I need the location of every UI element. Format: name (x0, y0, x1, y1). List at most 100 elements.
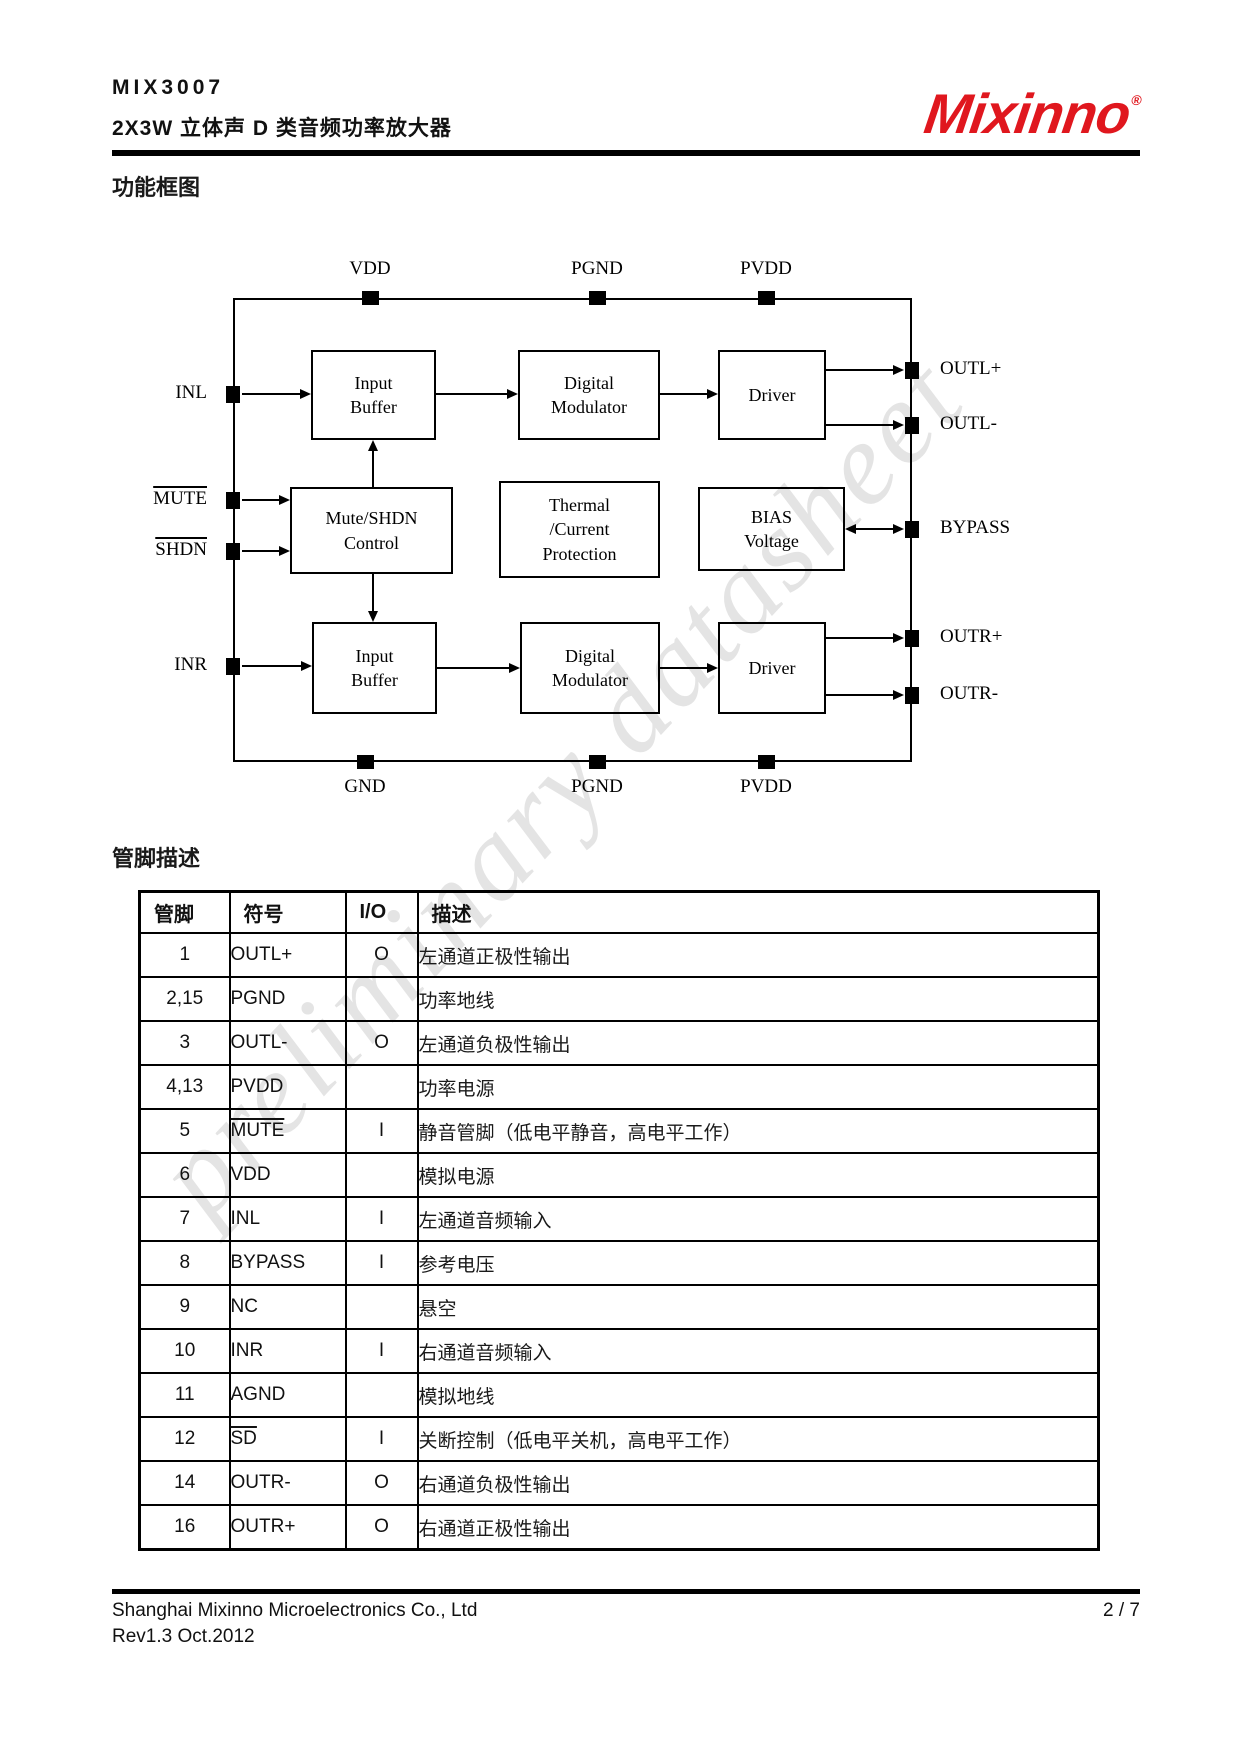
cell-pin-number: 11 (138, 1372, 231, 1418)
block-label-line: Buffer (350, 397, 397, 417)
pin-symbol: OUTR- (230, 1472, 291, 1493)
arrowhead (893, 690, 904, 700)
pin-symbol: BYPASS (230, 1252, 306, 1273)
cell-description: 右通道负极性输出 (416, 1460, 1100, 1506)
arrowhead (507, 389, 518, 399)
block-label-line: Protection (542, 543, 617, 564)
block-label-line: Buffer (351, 670, 398, 690)
signal-line (660, 393, 709, 395)
pin-gnd-bottom (357, 755, 374, 769)
block-label-line: Voltage (744, 531, 799, 551)
pin-mute (226, 492, 240, 509)
pin-label-pgnd-bottom: PGND (571, 776, 623, 797)
cell-description: 功率电源 (416, 1064, 1100, 1110)
cell-pin-number: 16 (138, 1504, 231, 1551)
signal-line (436, 393, 509, 395)
cell-io: I (344, 1328, 419, 1374)
pin-pvdd-bottom (758, 755, 775, 769)
cell-symbol: OUTL- (228, 1020, 347, 1066)
block-label-line: Modulator (552, 670, 628, 690)
cell-pin-number: 6 (138, 1152, 231, 1198)
pin-label-outr-plus: OUTR+ (940, 626, 1003, 647)
pin-label-inr: INR (174, 654, 207, 675)
cell-io: I (344, 1196, 419, 1242)
pin-shdn (226, 543, 240, 560)
arrowhead (300, 389, 311, 399)
pin-outr-minus (905, 687, 919, 704)
part-number: MIX3007 (112, 76, 225, 99)
cell-symbol: MUTE (228, 1108, 347, 1154)
footer-page-number: 2 / 7 (1103, 1600, 1140, 1621)
cell-symbol: NC (228, 1284, 347, 1330)
cell-description: 静音管脚（低电平静音，高电平工作） (416, 1108, 1100, 1154)
pin-label-gnd-bottom: GND (344, 776, 386, 797)
cell-pin-number: 4,13 (138, 1064, 231, 1110)
pin-symbol: OUTL+ (230, 944, 293, 965)
pin-label-pvdd-top: PVDD (740, 258, 792, 279)
cell-symbol: PVDD (228, 1064, 347, 1110)
col-header-desc: 描述 (416, 890, 1100, 934)
arrowhead (707, 663, 718, 673)
pin-label-mute: MUTE (153, 488, 207, 509)
header-rule (112, 150, 1140, 156)
pin-inl (226, 386, 240, 403)
pin-symbol: INL (230, 1208, 261, 1229)
block-label-line: Digital (564, 372, 614, 393)
pin-symbol: PGND (230, 988, 286, 1009)
pin-table-title: 管脚描述 (112, 846, 201, 871)
cell-symbol: VDD (228, 1152, 347, 1198)
signal-line (242, 393, 302, 395)
pin-label-pgnd-top: PGND (571, 258, 623, 279)
pin-symbol: OUTL- (230, 1032, 288, 1053)
cell-symbol: INL (228, 1196, 347, 1242)
page-subtitle: 2X3W 立体声 D 类音频功率放大器 (112, 117, 452, 140)
pin-symbol: PVDD (230, 1076, 284, 1097)
signal-line (660, 667, 709, 669)
cell-io (344, 976, 419, 1022)
signal-line (242, 550, 281, 552)
cell-symbol: OUTL+ (228, 932, 347, 978)
cell-description: 模拟地线 (416, 1372, 1100, 1418)
arrowhead (893, 365, 904, 375)
footer-revision: Rev1.3 Oct.2012 (112, 1626, 255, 1647)
cell-io (344, 1064, 419, 1110)
block-label-line: Modulator (551, 397, 627, 417)
cell-symbol: BYPASS (228, 1240, 347, 1286)
pin-vdd-top (362, 291, 379, 305)
cell-io: O (344, 1504, 419, 1551)
cell-description: 关断控制（低电平关机，高电平工作） (416, 1416, 1100, 1462)
pin-bypass (905, 521, 919, 538)
block-label-line: Mute/SHDN (325, 508, 418, 529)
cell-pin-number: 14 (138, 1460, 231, 1506)
arrowhead (509, 663, 520, 673)
cell-io (344, 1152, 419, 1198)
cell-pin-number: 2,15 (138, 976, 231, 1022)
signal-line (826, 424, 895, 426)
block-label-line: Driver (748, 657, 796, 678)
cell-description: 左通道音频输入 (416, 1196, 1100, 1242)
signal-line (242, 499, 281, 501)
signal-line (372, 449, 374, 487)
signal-line (826, 637, 895, 639)
signal-line (826, 694, 895, 696)
arrowhead (301, 661, 312, 671)
pin-inr (226, 658, 240, 675)
pin-outl-minus (905, 417, 919, 434)
cell-symbol: SD (228, 1416, 347, 1462)
pin-symbol: VDD (230, 1164, 271, 1185)
pin-label-inl: INL (175, 382, 207, 403)
block-label-line: Digital (565, 645, 615, 666)
mixinno-logo: Mixinno® (921, 82, 1144, 145)
